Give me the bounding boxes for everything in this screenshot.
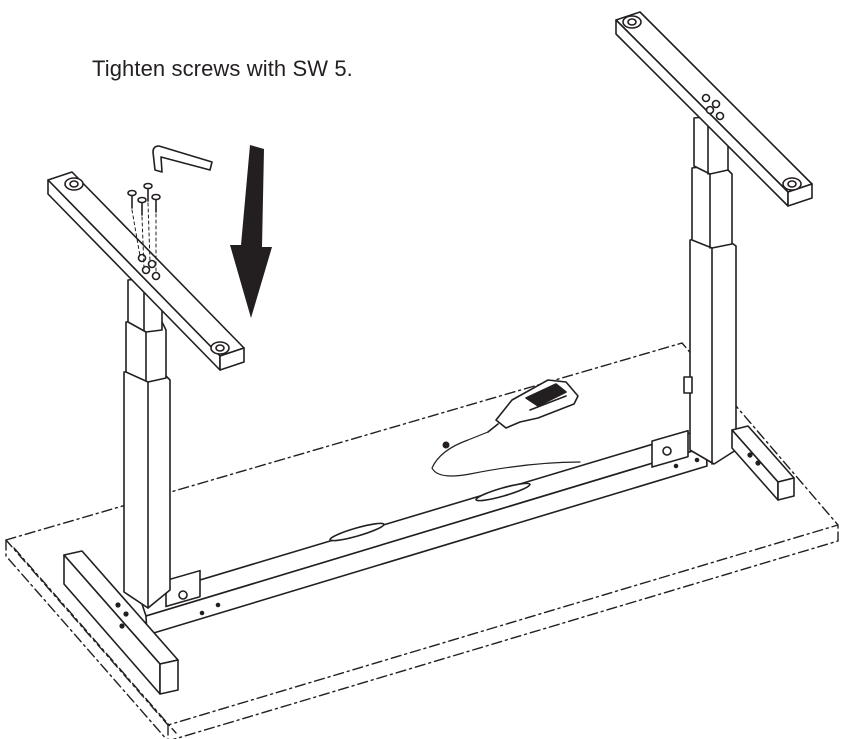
right-foot (731, 425, 795, 501)
screw (151, 193, 161, 273)
crossbar (139, 429, 708, 636)
screw (137, 196, 147, 269)
hex-key (152, 145, 213, 173)
right-top-bracket (615, 11, 813, 207)
tabletop-outline (5, 342, 839, 739)
screw (143, 182, 153, 263)
left-foot (63, 550, 179, 695)
screw (127, 189, 141, 257)
handset-controller (487, 379, 579, 433)
screws (127, 182, 161, 273)
left-top-bracket (47, 171, 245, 371)
instruction-text: Tighten screws with SW 5. (92, 56, 353, 81)
down-arrow (230, 145, 272, 318)
controller-cable (431, 431, 581, 477)
left-leg (123, 276, 171, 609)
right-leg (683, 114, 737, 465)
